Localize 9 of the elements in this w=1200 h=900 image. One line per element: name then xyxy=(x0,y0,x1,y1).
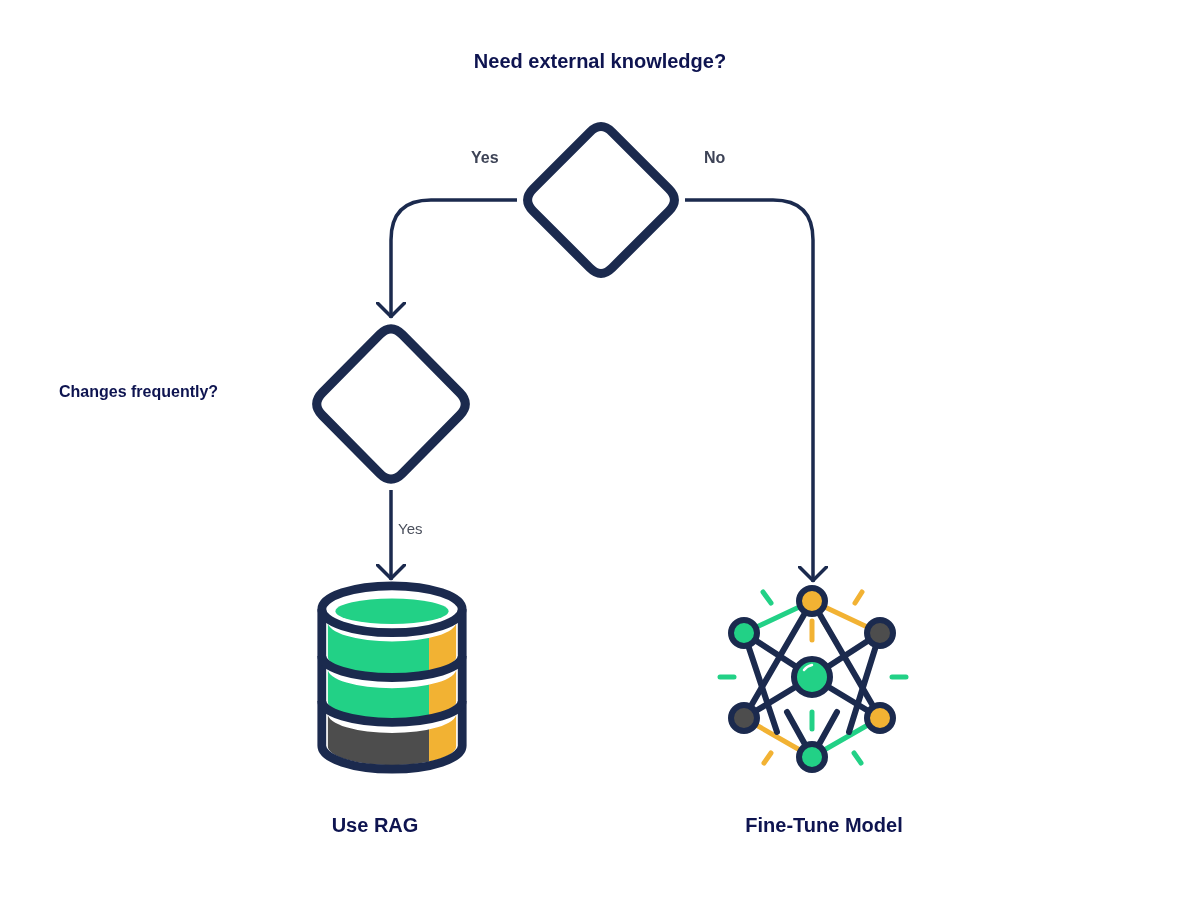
node-caption: Fine-Tune Model xyxy=(745,813,903,838)
node-caption: Use RAG xyxy=(331,813,419,838)
question-label: Changes frequently? xyxy=(59,382,219,402)
database-icon xyxy=(314,580,470,775)
arrow xyxy=(685,198,829,583)
neural-network-icon xyxy=(717,582,909,776)
question-label: Need external knowledge? xyxy=(473,49,727,74)
arrow xyxy=(375,490,407,581)
arrow xyxy=(375,198,517,319)
